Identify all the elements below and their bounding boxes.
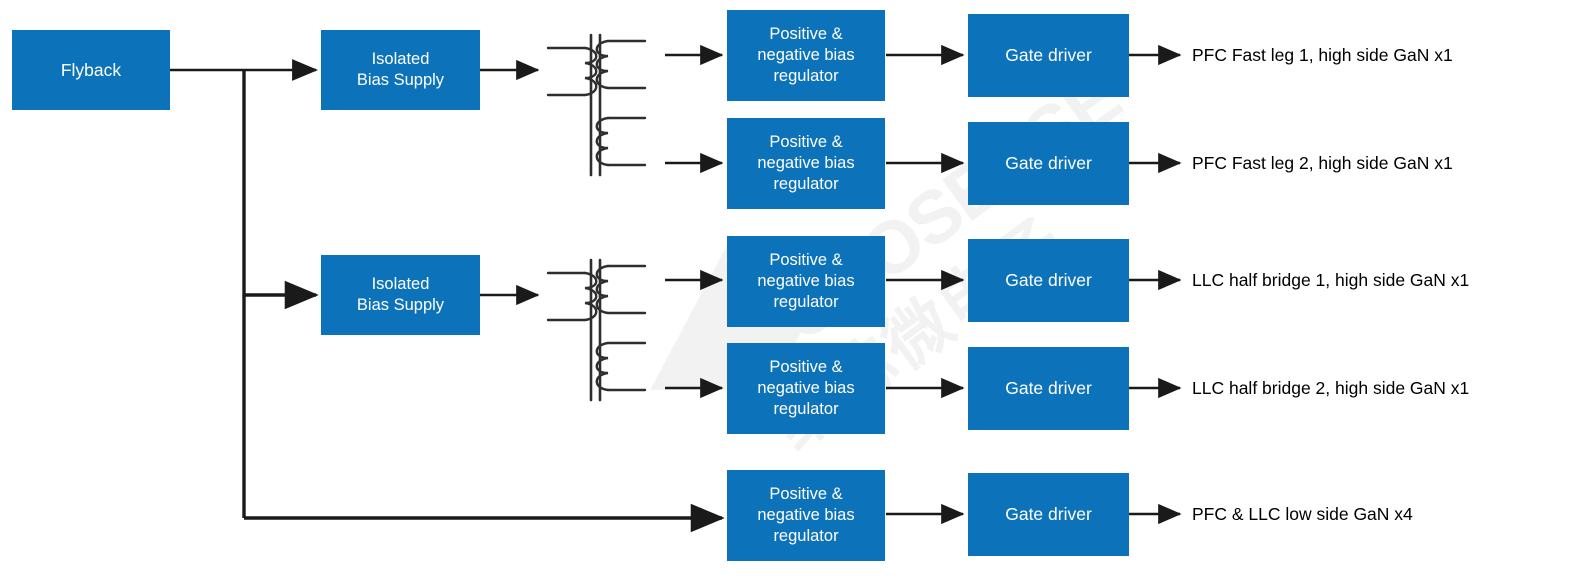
regulator-5-line1: Positive & (769, 485, 843, 504)
regulator-1-line1: Positive & (769, 25, 843, 44)
gate-driver-5-label: Gate driver (1005, 504, 1092, 525)
regulator-5-line3: regulator (773, 526, 839, 545)
regulator-2-line3: regulator (773, 174, 839, 193)
output-label-2: PFC Fast leg 2, high side GaN x1 (1192, 153, 1453, 173)
regulator-4-line1: Positive & (769, 358, 843, 377)
isolated-bias-supply-1-line1: Isolated (371, 50, 430, 69)
block-isolated-bias-supply-2[interactable]: Isolated Bias Supply (321, 255, 480, 335)
block-regulator-2[interactable]: Positive & negative bias regulator (727, 118, 885, 209)
output-label-4: LLC half bridge 2, high side GaN x1 (1192, 378, 1470, 398)
gate-driver-2-label: Gate driver (1005, 153, 1092, 174)
regulator-1-line2: negative bias (757, 46, 855, 65)
block-regulator-3[interactable]: Positive & negative bias regulator (727, 236, 885, 327)
output-label-3: LLC half bridge 1, high side GaN x1 (1192, 270, 1470, 290)
block-gate-driver-5[interactable]: Gate driver (968, 473, 1129, 556)
regulator-4-line3: regulator (773, 399, 839, 418)
regulator-3-line1: Positive & (769, 251, 843, 270)
block-flyback-label: Flyback (60, 59, 122, 80)
block-gate-driver-3[interactable]: Gate driver (968, 239, 1129, 322)
transformer-2 (546, 258, 647, 402)
block-gate-driver-4[interactable]: Gate driver (968, 347, 1129, 430)
block-flyback[interactable]: Flyback (12, 30, 170, 110)
regulator-5-line2: negative bias (757, 506, 855, 525)
transformer-1 (546, 33, 647, 177)
regulator-3-line2: negative bias (757, 272, 855, 291)
isolated-bias-supply-2-line1: Isolated (371, 275, 430, 294)
regulator-1-line3: regulator (773, 66, 839, 85)
regulator-2-line1: Positive & (769, 133, 843, 152)
gate-driver-4-label: Gate driver (1005, 378, 1092, 399)
isolated-bias-supply-1-line2: Bias Supply (356, 71, 445, 89)
block-regulator-4[interactable]: Positive & negative bias regulator (727, 343, 885, 434)
watermark-text-english: NOVOSENSE (720, 55, 1135, 388)
block-gate-driver-2[interactable]: Gate driver (968, 122, 1129, 205)
block-gate-driver-1[interactable]: Gate driver (968, 14, 1129, 97)
output-label-5: PFC & LLC low side GaN x4 (1192, 504, 1413, 524)
block-isolated-bias-supply-1[interactable]: Isolated Bias Supply (321, 30, 480, 110)
regulator-4-line2: negative bias (757, 379, 855, 398)
regulator-3-line3: regulator (773, 292, 839, 311)
output-label-1: PFC Fast leg 1, high side GaN x1 (1192, 45, 1453, 65)
isolated-bias-supply-2-line2: Bias Supply (356, 296, 445, 314)
regulator-2-line2: negative bias (757, 154, 855, 173)
gate-driver-3-label: Gate driver (1005, 270, 1092, 291)
gate-driver-1-label: Gate driver (1005, 45, 1092, 66)
block-regulator-1[interactable]: Positive & negative bias regulator (727, 10, 885, 101)
block-regulator-5[interactable]: Positive & negative bias regulator (727, 470, 885, 561)
